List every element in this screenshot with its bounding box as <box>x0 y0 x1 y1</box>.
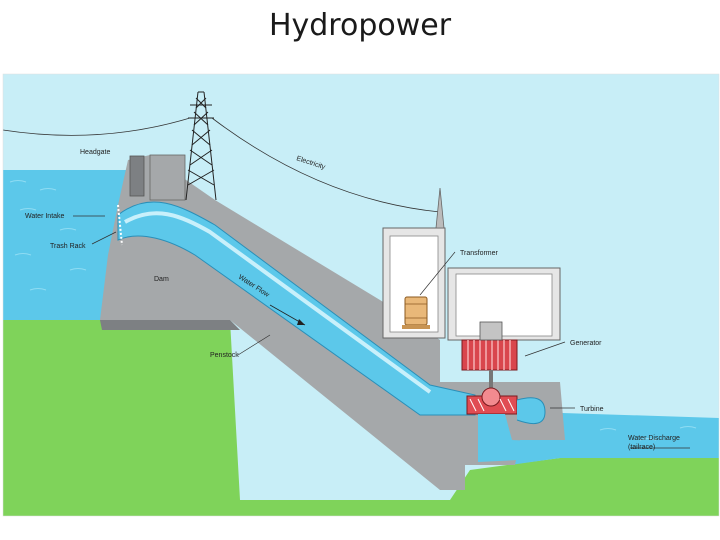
tailrace-label: (tailrace) <box>628 444 655 451</box>
power-line <box>211 117 441 213</box>
spire <box>435 187 445 229</box>
reservoir-ripples <box>9 180 87 291</box>
leader-lines <box>73 215 690 449</box>
penstock-label: Penstock <box>210 352 239 359</box>
water-flow-arrowhead <box>297 319 305 325</box>
turbine-pattern <box>469 398 515 412</box>
transformer-label: Transformer <box>460 250 499 257</box>
ground <box>3 320 719 516</box>
turbine-label: Turbine <box>580 406 604 413</box>
headgate-label: Headgate <box>80 149 110 156</box>
trash-rack-label: Trash Rack <box>50 243 86 250</box>
diagram-frame <box>2 73 720 517</box>
generator-cap <box>479 321 503 341</box>
water-discharge-label: Water Discharge <box>628 435 680 442</box>
water-intake-label: Water Intake <box>25 213 65 220</box>
transformer <box>404 296 428 326</box>
headgate <box>129 155 145 197</box>
transformer-base <box>402 325 430 329</box>
tailrace-ripples <box>599 426 697 441</box>
powerhouse-main-inner <box>455 273 553 337</box>
generator-stripes <box>467 340 511 370</box>
turbine-runner <box>481 387 501 407</box>
transmission-tower <box>185 91 217 201</box>
headgate-tower <box>149 154 186 201</box>
volute <box>516 397 546 425</box>
dam-label: Dam <box>154 276 169 283</box>
penstock-highlight <box>124 211 432 394</box>
reservoir-water <box>3 170 135 320</box>
draft-tube <box>478 414 560 462</box>
trash-rack <box>117 204 123 246</box>
dam-shadow <box>100 320 240 330</box>
power-line <box>2 117 191 136</box>
generator-label: Generator <box>570 340 602 347</box>
page-title: Hydropower <box>268 8 452 43</box>
generator <box>461 339 518 371</box>
